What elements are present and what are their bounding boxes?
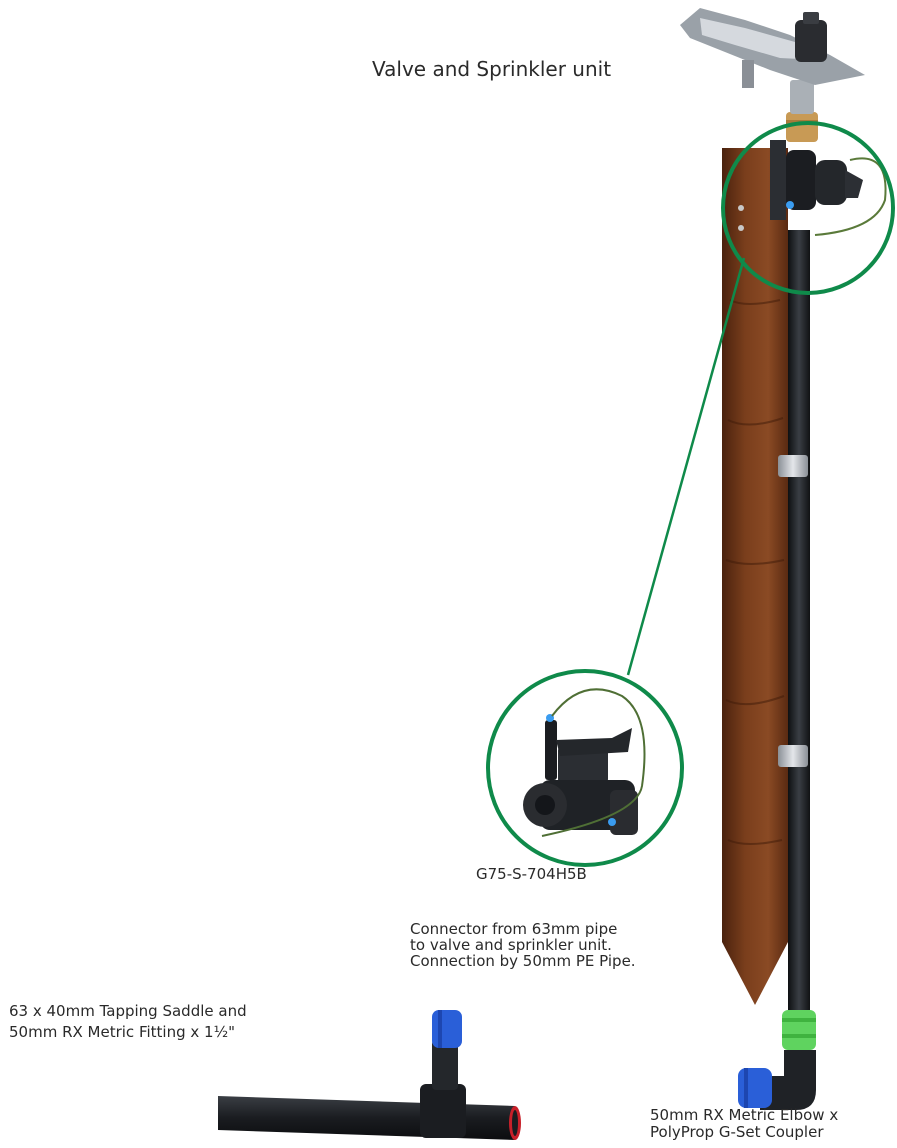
diagram-title: Valve and Sprinkler unit bbox=[372, 58, 611, 80]
elbow-desc-line: 50mm RX Metric Elbow x bbox=[650, 1107, 838, 1124]
valve-model-label: G75-S-704H5B bbox=[476, 866, 587, 883]
saddle-desc-line: 63 x 40mm Tapping Saddle and bbox=[9, 1003, 247, 1020]
connector-desc-line: Connection by 50mm PE Pipe. bbox=[410, 953, 636, 970]
sprinkler-head bbox=[680, 8, 865, 114]
elbow-coupler bbox=[738, 1010, 816, 1110]
vertical-pe-pipe bbox=[788, 230, 810, 1020]
saddle-desc-line: 50mm RX Metric Fitting x 1½" bbox=[9, 1024, 235, 1041]
tapping-saddle-assembly bbox=[218, 1010, 521, 1140]
brass-fitting bbox=[786, 112, 818, 142]
elbow-desc-line: PolyProp G-Set Coupler bbox=[650, 1124, 824, 1141]
valve-detail-image bbox=[523, 689, 645, 836]
